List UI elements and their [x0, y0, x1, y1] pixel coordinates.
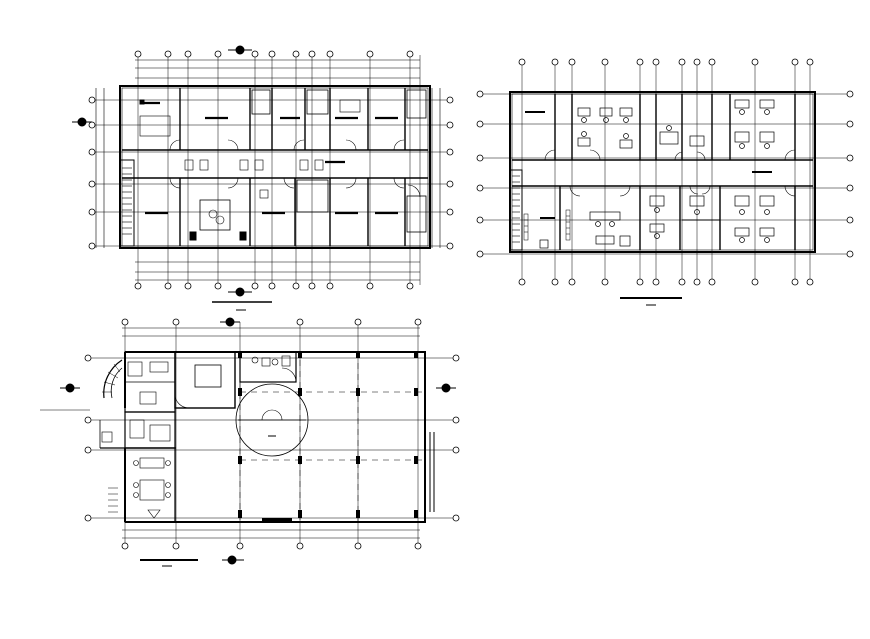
plan-top-left	[72, 45, 454, 311]
plan-top-right	[476, 58, 854, 306]
section-marker-icon	[60, 317, 456, 565]
plan-bottom-left	[40, 317, 460, 567]
section-marker-icon	[72, 45, 252, 297]
